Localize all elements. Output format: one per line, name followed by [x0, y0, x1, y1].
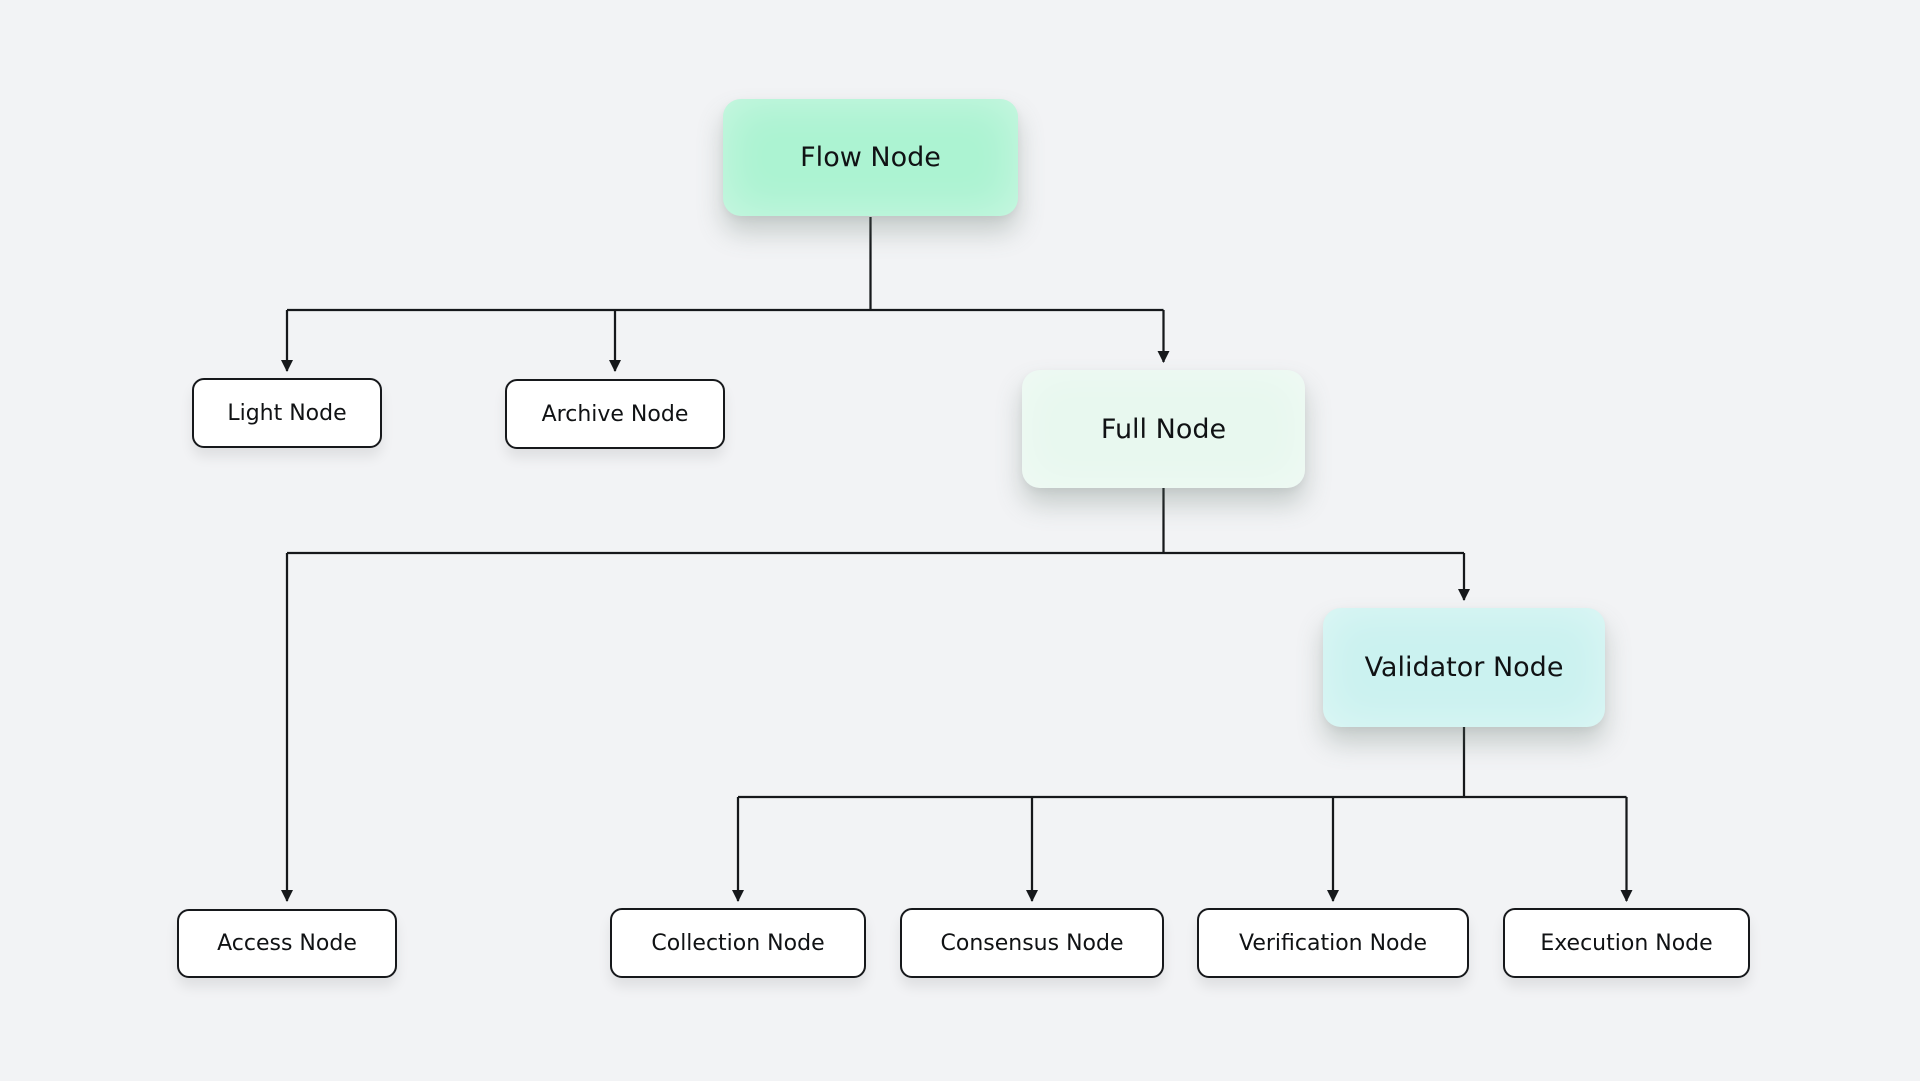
node-access: Access Node	[177, 909, 397, 978]
edge-rail-full	[287, 488, 1464, 555]
edge-rail-flow	[287, 217, 1164, 312]
node-execution: Execution Node	[1503, 908, 1750, 978]
node-verification: Verification Node	[1197, 908, 1469, 978]
node-collection: Collection Node	[610, 908, 866, 978]
edge-rail-validator	[738, 727, 1627, 799]
node-flow: Flow Node	[723, 99, 1018, 216]
node-light: Light Node	[192, 378, 382, 448]
node-consensus: Consensus Node	[900, 908, 1164, 978]
node-full: Full Node	[1022, 370, 1305, 488]
node-archive: Archive Node	[505, 379, 725, 449]
node-validator: Validator Node	[1323, 608, 1605, 727]
